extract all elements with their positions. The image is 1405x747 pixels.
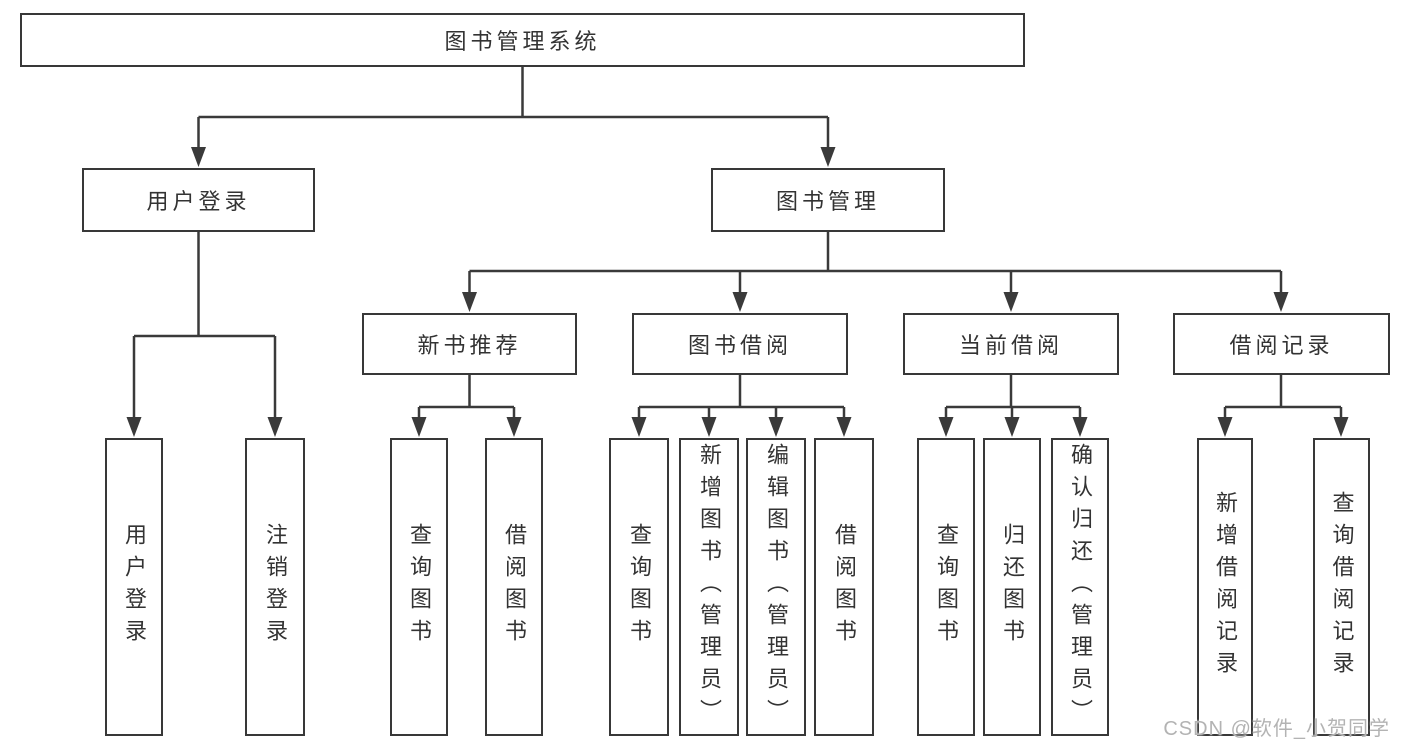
leaf-borrow-query-books: 查询图书 (609, 438, 669, 736)
node-book-borrowing: 图书借阅 (632, 313, 848, 375)
connector-records-to-leaves (1223, 375, 1343, 421)
arrowhead-down-icon (1072, 417, 1088, 437)
arrowhead-down-icon (411, 417, 427, 437)
node-current-borrowing: 当前借阅 (903, 313, 1119, 375)
connector-userlogin-to-leaves (132, 232, 277, 421)
connector-bookborrow-to-leaves (637, 375, 846, 421)
leaf-logout: 注销登录 (245, 438, 305, 736)
arrowhead-down-icon (267, 417, 283, 437)
connector-currentborrow-to-leaves (944, 375, 1082, 421)
arrowhead-down-icon (1004, 417, 1020, 437)
csdn-watermark: CSDN @软件_小贺同学 (1163, 718, 1390, 740)
arrowhead-down-icon (191, 147, 206, 167)
leaf-records-query-record: 查询借阅记录 (1313, 438, 1370, 736)
leaf-records-add-record: 新增借阅记录 (1197, 438, 1253, 736)
leaf-borrow-edit-books-admin: 编辑图书（管理员） (746, 438, 806, 736)
arrowhead-down-icon (732, 292, 748, 312)
arrowhead-down-icon (126, 417, 142, 437)
node-new-book-recommend: 新书推荐 (362, 313, 577, 375)
arrowhead-group (126, 147, 1349, 437)
leaf-borrow-borrow-books: 借阅图书 (814, 438, 874, 736)
arrowhead-down-icon (462, 292, 477, 312)
arrowhead-down-icon (1333, 417, 1349, 437)
node-book-management: 图书管理 (711, 168, 945, 232)
connector-bookmgmt-to-level3 (468, 232, 1283, 297)
leaf-current-query-books: 查询图书 (917, 438, 975, 736)
leaf-newbook-query-books: 查询图书 (390, 438, 448, 736)
arrowhead-down-icon (1217, 417, 1233, 437)
arrowhead-down-icon (631, 417, 647, 437)
arrowhead-down-icon (506, 417, 522, 437)
connector-root-to-level2 (197, 67, 830, 152)
arrowhead-down-icon (820, 147, 836, 167)
node-library-management-system: 图书管理系统 (20, 13, 1025, 67)
leaf-current-return-books: 归还图书 (983, 438, 1041, 736)
node-user-login-group: 用户登录 (82, 168, 315, 232)
leaf-current-confirm-return-admin: 确认归还（管理员） (1051, 438, 1109, 736)
leaf-user-login: 用户登录 (105, 438, 163, 736)
arrowhead-down-icon (836, 417, 852, 437)
arrowhead-down-icon (768, 417, 784, 437)
arrowhead-down-icon (1273, 292, 1289, 312)
node-borrowing-records: 借阅记录 (1173, 313, 1390, 375)
leaf-borrow-add-books-admin: 新增图书（管理员） (679, 438, 739, 736)
leaf-newbook-borrow-books: 借阅图书 (485, 438, 543, 736)
arrowhead-down-icon (1003, 292, 1019, 312)
connector-newbook-to-leaves (417, 375, 516, 421)
arrowhead-down-icon (938, 417, 954, 437)
arrowhead-down-icon (701, 417, 717, 437)
